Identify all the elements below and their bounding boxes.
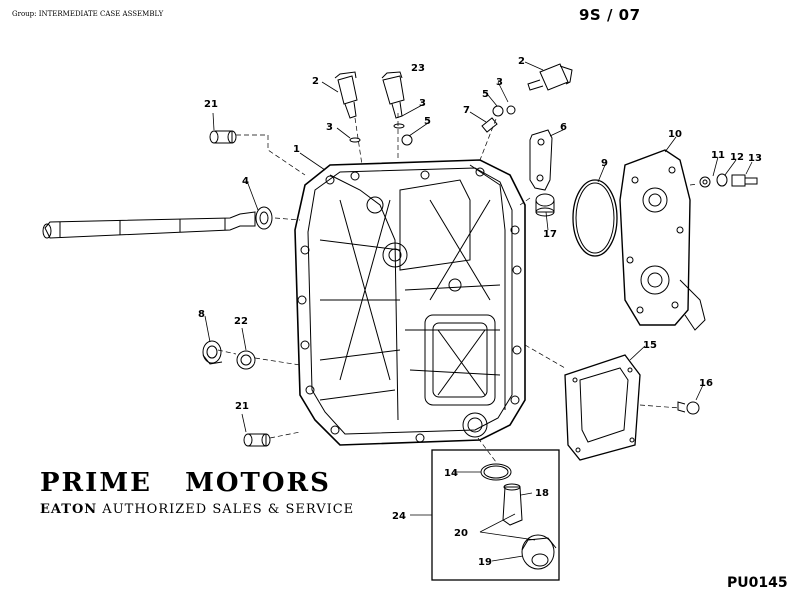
- callout-8: 8: [198, 309, 205, 320]
- group-label: Group: INTERMEDIATE CASE ASSEMBLY: [12, 10, 164, 18]
- callout-5-mid: 5: [424, 116, 431, 127]
- washer-11: [699, 176, 711, 188]
- callout-5-right: 5: [482, 89, 489, 100]
- callout-9: 9: [601, 158, 608, 169]
- callout-22: 22: [234, 316, 248, 327]
- callout-24: 24: [392, 511, 406, 522]
- bolt-13: [731, 174, 758, 187]
- callout-2-right: 2: [518, 56, 525, 67]
- dealer-tagline: EATON AUTHORIZED SALES & SERVICE: [40, 502, 354, 517]
- seal-4: [255, 206, 273, 230]
- callout-14: 14: [444, 468, 458, 479]
- dealer-brand-title: PRIME MOTORS: [40, 468, 331, 498]
- callout-23: 23: [411, 63, 425, 74]
- oring-3-a: [349, 137, 361, 143]
- seal-22: [236, 350, 256, 370]
- callout-21-top: 21: [204, 99, 218, 110]
- gasket-plate-15: [564, 354, 641, 461]
- callout-2-left: 2: [312, 76, 319, 87]
- ball-5-b: [492, 105, 504, 117]
- callout-12: 12: [730, 152, 744, 163]
- plunger-7: [481, 117, 498, 133]
- bushing-18: [502, 483, 523, 526]
- intermediate-case-housing: [294, 159, 526, 446]
- bushing-17: [535, 193, 555, 217]
- callout-13: 13: [748, 153, 762, 164]
- sensor-2-left: [334, 71, 358, 119]
- authorized-text: AUTHORIZED SALES & SERVICE: [97, 502, 355, 517]
- dowel-21-bottom: [243, 433, 271, 447]
- callout-10: 10: [668, 129, 682, 140]
- ball-5-a: [401, 134, 413, 146]
- callout-21-bottom: 21: [235, 401, 249, 412]
- callout-20: 20: [454, 528, 468, 539]
- page-code: 9S / 07: [579, 6, 641, 24]
- callout-3-left: 3: [326, 122, 333, 133]
- cap-19: [521, 534, 557, 570]
- oring-3-b: [393, 123, 405, 129]
- cover-plate-10: [619, 149, 706, 331]
- sensor-23: [381, 71, 405, 119]
- eaton-brand: EATON: [40, 502, 98, 517]
- nut-12: [716, 173, 728, 187]
- callout-3-mid: 3: [419, 98, 426, 109]
- bolt-16: [677, 401, 700, 415]
- callout-6: 6: [560, 122, 567, 133]
- callout-1: 1: [293, 144, 300, 155]
- bracket-6: [529, 129, 553, 191]
- callout-18: 18: [535, 488, 549, 499]
- callout-15: 15: [643, 340, 657, 351]
- callout-11: 11: [711, 150, 725, 161]
- oring-14: [480, 463, 512, 481]
- document-id: PU0145: [727, 575, 788, 591]
- callout-16: 16: [699, 378, 713, 389]
- callout-19: 19: [478, 557, 492, 568]
- dowel-21-top: [209, 130, 237, 144]
- callout-3-right: 3: [496, 77, 503, 88]
- shaft-assembly: [42, 211, 256, 239]
- callout-17: 17: [543, 229, 557, 240]
- bushing-8: [202, 340, 223, 365]
- sensor-2-right: [527, 63, 573, 91]
- callout-7: 7: [463, 105, 470, 116]
- callout-4: 4: [242, 176, 249, 187]
- oring-3-c: [506, 105, 516, 115]
- gasket-9: [572, 179, 618, 257]
